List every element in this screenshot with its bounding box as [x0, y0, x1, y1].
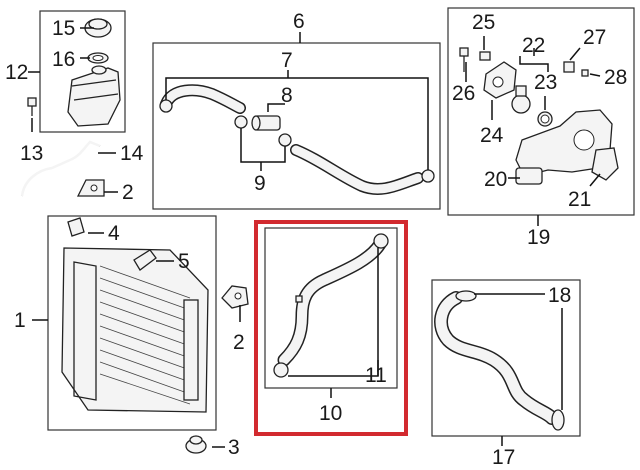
lower-hose-part: [434, 291, 559, 425]
label-2-middle: 2: [233, 331, 245, 354]
reservoir-tank-part: [67, 65, 121, 127]
hose-clamps-upper: [159, 99, 435, 183]
mount-bracket-middle-part: [221, 285, 249, 309]
thermostat-part: [511, 85, 531, 114]
label-18: 18: [548, 284, 571, 307]
cap-gasket-part: [87, 52, 109, 64]
highlighted-hose-group-box: [254, 220, 408, 436]
label-26: 26: [452, 82, 475, 105]
label-9: 9: [254, 172, 266, 195]
label-13: 13: [20, 142, 43, 165]
label-1: 1: [14, 309, 26, 332]
label-28: 28: [604, 66, 627, 89]
radiator-cap-part: [67, 217, 85, 237]
label-19: 19: [527, 226, 550, 249]
label-16: 16: [52, 48, 75, 71]
bracket-part-upper: [76, 179, 105, 197]
label-20: 20: [484, 168, 507, 191]
label-11: 11: [365, 364, 387, 387]
label-6: 6: [293, 10, 305, 33]
label-25: 25: [472, 11, 495, 34]
label-5: 5: [178, 250, 190, 273]
label-23: 23: [534, 71, 557, 94]
radiator-group-box: [47, 215, 217, 431]
label-22: 22: [522, 34, 545, 57]
label-24: 24: [480, 124, 504, 147]
label-10: 10: [319, 402, 342, 425]
lower-insulator-part: [185, 435, 207, 454]
label-21: 21: [568, 188, 591, 211]
highlighted-hose-part: [277, 237, 387, 367]
label-27: 27: [583, 26, 606, 49]
label-15: 15: [52, 17, 75, 40]
label-12: 12: [5, 61, 28, 84]
label-4: 4: [108, 222, 120, 245]
drain-plug-part: [133, 249, 157, 271]
small-bolts-thermostat: [459, 47, 589, 77]
label-7: 7: [281, 49, 293, 72]
label-17: 17: [492, 446, 515, 469]
thermostat-oring-part: [537, 111, 553, 127]
hose-clamps-highlighted: [273, 233, 389, 378]
label-3: 3: [228, 436, 240, 459]
label-2-upper: 2: [122, 181, 134, 204]
hose-connector-part: [251, 115, 281, 131]
thermostat-group-box: [447, 7, 635, 216]
radiator-part: [61, 247, 209, 413]
upper-hose-part: [160, 84, 424, 195]
lower-hose-group-box: [431, 279, 581, 437]
water-inlet-fitting-part: [483, 61, 517, 99]
upper-hose-group-box: [152, 42, 441, 210]
leader-lines: [28, 27, 601, 448]
overflow-hose-part: [20, 140, 101, 197]
thermostat-gasket-part: [591, 147, 619, 181]
hose-clamps-lower: [455, 290, 565, 431]
label-14: 14: [120, 142, 144, 165]
reservoir-bolt-part: [27, 97, 37, 116]
label-8: 8: [281, 84, 293, 107]
